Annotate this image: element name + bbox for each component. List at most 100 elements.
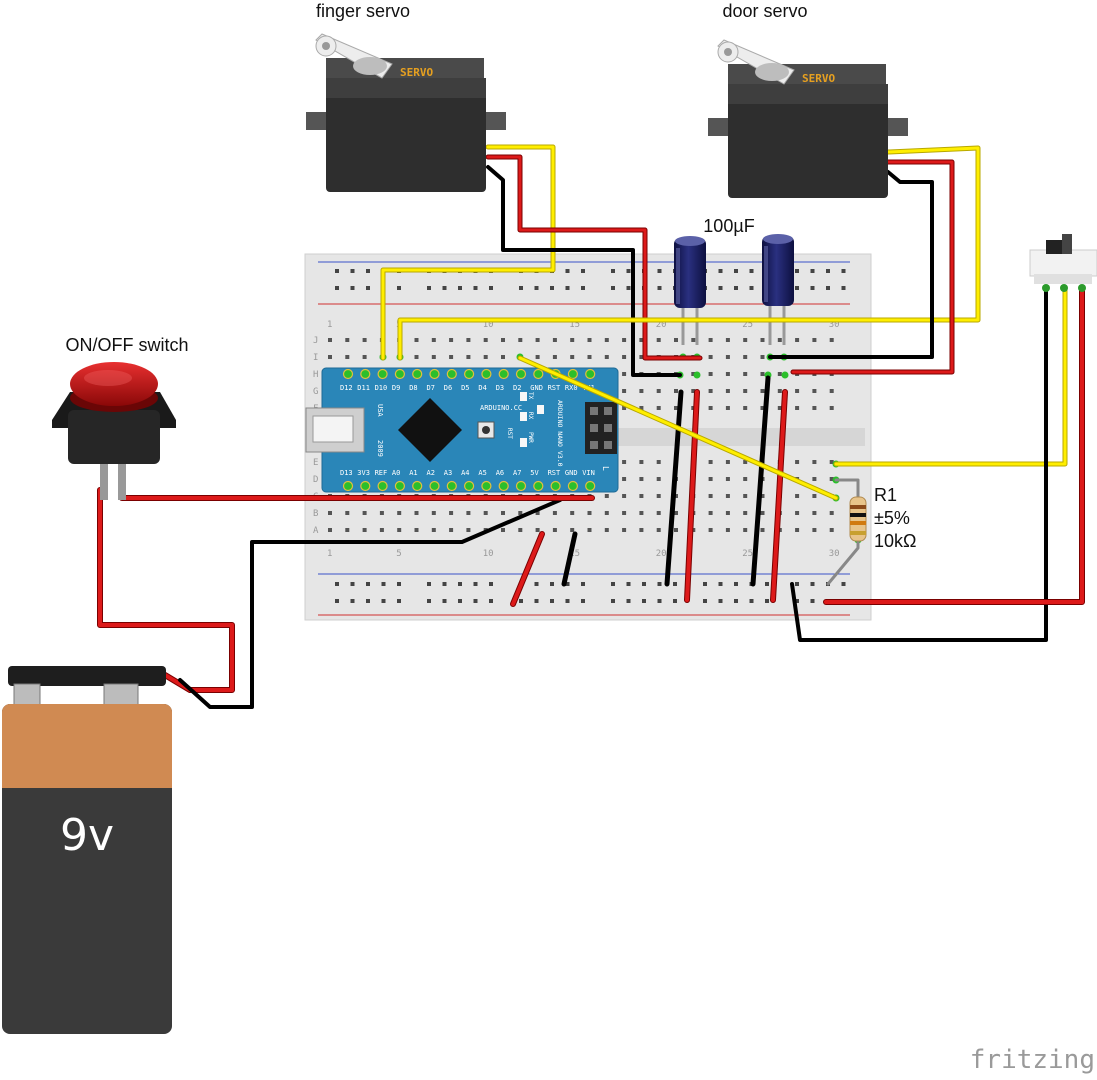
grid-hole <box>725 372 730 376</box>
grid-hole <box>449 511 454 515</box>
grid-hole <box>622 511 627 515</box>
column-number: 25 <box>742 549 753 559</box>
grid-hole <box>725 511 730 515</box>
rail-hole <box>673 599 677 603</box>
grid-hole <box>639 338 644 342</box>
resistor-name: R1 <box>874 485 897 505</box>
column-number: 5 <box>396 549 401 559</box>
grid-hole <box>639 511 644 515</box>
grid-hole <box>535 528 540 532</box>
grid-hole <box>466 355 471 359</box>
rail-hole <box>734 582 738 586</box>
reset-label: RST <box>506 428 513 439</box>
grid-hole <box>362 338 367 342</box>
grid-hole <box>604 338 609 342</box>
nano-pin <box>342 480 354 492</box>
grid-hole <box>812 406 817 410</box>
grid-hole <box>777 338 782 342</box>
nano-pin-label: D7 <box>427 384 435 392</box>
row-letter: D <box>313 475 318 485</box>
nano-pin <box>394 368 405 380</box>
grid-hole <box>328 338 332 342</box>
grid-hole <box>760 494 765 498</box>
grid-hole <box>656 460 661 464</box>
grid-hole <box>328 511 332 515</box>
rail-hole <box>565 599 570 603</box>
rail-hole <box>841 582 846 586</box>
grid-hole <box>656 477 661 481</box>
rail-hole <box>611 582 615 586</box>
grid-hole <box>449 338 454 342</box>
rail-hole <box>749 599 754 603</box>
grid-hole <box>708 338 713 342</box>
rail-hole <box>458 599 462 603</box>
grid-hole <box>708 494 713 498</box>
rail-hole <box>335 582 339 586</box>
rail-hole <box>519 599 523 603</box>
finger-servo-label: finger servo <box>316 1 410 21</box>
grid-hole <box>795 338 800 342</box>
rail-hole <box>581 599 585 603</box>
grid-hole <box>743 528 748 532</box>
column-number: 30 <box>829 549 840 559</box>
grid-hole <box>777 372 782 376</box>
grid-hole <box>570 528 575 532</box>
grid-hole <box>414 511 419 515</box>
grid-hole <box>829 477 834 481</box>
rail-hole <box>626 286 631 290</box>
nano-pin-label: REF <box>375 469 388 477</box>
rail-hole <box>657 599 662 603</box>
column-number: 1 <box>327 320 332 330</box>
grid-hole <box>743 338 748 342</box>
capacitor-label: 100µF <box>703 216 754 236</box>
grid-hole <box>777 389 782 393</box>
grid-hole <box>604 355 609 359</box>
row-letter: H <box>313 370 318 380</box>
grid-hole <box>639 355 644 359</box>
rail-hole <box>534 599 539 603</box>
nano-pin-label: D5 <box>461 384 469 392</box>
grid-hole <box>483 338 488 342</box>
rail-hole <box>442 582 447 586</box>
nano-pin-label: D13 <box>340 469 353 477</box>
nano-pin <box>498 480 509 492</box>
rail-hole <box>366 269 370 273</box>
grid-hole <box>345 511 350 515</box>
led-label-l: L <box>601 466 610 471</box>
grid-hole <box>812 528 817 532</box>
nano-pin <box>412 480 423 492</box>
rail-hole <box>427 582 431 586</box>
board-year: 2009 <box>376 440 384 457</box>
grid-hole <box>587 511 592 515</box>
grid-hole <box>674 389 678 393</box>
led-label-tx: TX <box>527 392 534 400</box>
grid-hole <box>345 355 350 359</box>
rail-hole <box>718 582 723 586</box>
grid-hole <box>483 355 488 359</box>
column-number: 30 <box>829 320 840 330</box>
grid-hole <box>535 338 540 342</box>
nano-pin-label: D6 <box>444 384 452 392</box>
grid-hole <box>760 528 765 532</box>
grid-hole <box>466 338 471 342</box>
nano-pin <box>481 480 492 492</box>
grid-hole <box>795 460 800 464</box>
grid-hole <box>622 406 627 410</box>
grid-hole <box>518 511 523 515</box>
connected-hole <box>693 371 701 379</box>
rail-hole <box>381 599 386 603</box>
rail-hole <box>335 599 339 603</box>
nano-pin <box>394 480 405 492</box>
rail-hole <box>795 582 799 586</box>
rail-hole <box>810 599 815 603</box>
rail-hole <box>718 286 723 290</box>
grid-hole <box>345 338 350 342</box>
nano-pin-label: VIN <box>582 469 595 477</box>
grid-hole <box>743 460 748 464</box>
grid-hole <box>777 406 782 410</box>
finger-servo-brand: SERVO <box>400 66 433 79</box>
grid-hole <box>501 528 505 532</box>
grid-hole <box>760 389 765 393</box>
nano-pin <box>515 368 527 380</box>
